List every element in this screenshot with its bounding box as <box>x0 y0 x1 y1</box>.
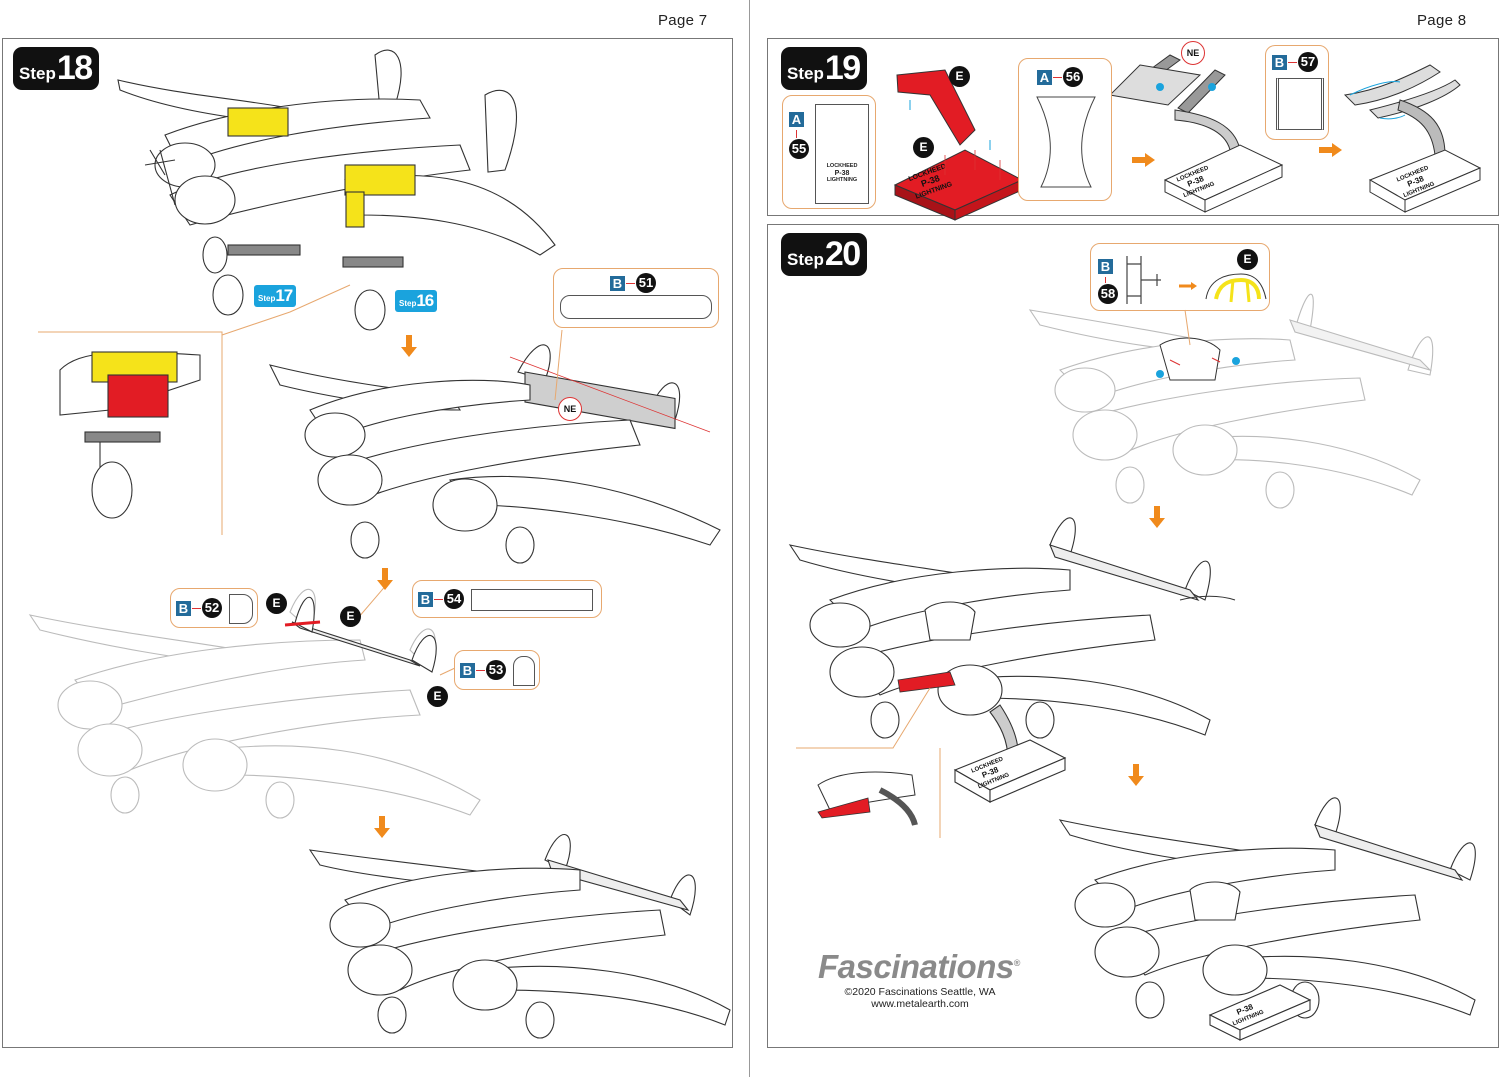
plate-line-1: LOCKHEED <box>826 163 858 169</box>
sheet-letter: A <box>1037 69 1052 85</box>
e-marker: E <box>340 606 361 627</box>
part-51-callout: B 51 <box>553 268 719 328</box>
part-58-shape <box>1126 256 1267 304</box>
step-ref-number: 17 <box>275 286 293 305</box>
arrow-down <box>1128 764 1144 786</box>
part-56-label: A 56 <box>1037 67 1083 87</box>
e-marker: E <box>913 137 934 158</box>
copyright-block: ©2020 Fascinations Seattle, WA www.metal… <box>830 986 1010 1010</box>
part-51-label: B 51 <box>610 273 656 293</box>
part-55-shape: LOCKHEED P-38 LIGHTNING <box>815 104 869 204</box>
part-56-shape <box>1036 96 1096 188</box>
part-52-label: B 52 <box>176 598 222 618</box>
page-number-right: Page 8 <box>1417 12 1467 29</box>
e-marker: E <box>949 66 970 87</box>
arrow-right <box>1132 153 1155 167</box>
sheet-letter: B <box>460 662 475 678</box>
plate-line-3: LIGHTNING <box>826 177 858 183</box>
part-57-shape <box>1276 78 1324 130</box>
arrow-down <box>374 816 390 838</box>
part-57-label: B 57 <box>1272 52 1318 72</box>
sheet-letter: B <box>1098 259 1113 274</box>
ne-marker: NE <box>1181 41 1205 65</box>
page-number-left: Page 7 <box>658 12 708 29</box>
sheet-letter: B <box>418 591 433 607</box>
step-19-frame <box>767 38 1499 216</box>
arrow-down <box>1149 506 1165 528</box>
arrow-down <box>377 568 393 590</box>
plane-illustration-6 <box>788 517 1236 803</box>
part-56-callout: A 56 <box>1018 58 1112 201</box>
step-number: 18 <box>56 49 93 87</box>
part-54-shape <box>471 589 593 611</box>
copyright-text: ©2020 Fascinations Seattle, WA <box>844 986 996 998</box>
part-52-shape <box>229 594 253 624</box>
part-53-label: B 53 <box>460 660 506 680</box>
step-ref-word: Step <box>258 294 276 303</box>
plate-line-2: P-38 <box>834 170 850 177</box>
plane-illustration-3 <box>28 589 481 819</box>
page-divider <box>749 0 750 1077</box>
arrow-down <box>401 335 417 357</box>
step-ref-number: 16 <box>416 291 434 310</box>
step-number: 20 <box>824 235 861 273</box>
step-word: Step <box>787 64 824 83</box>
part-number: 58 <box>1098 284 1118 304</box>
e-marker: E <box>427 686 448 707</box>
part-number: 56 <box>1063 67 1083 87</box>
step-word: Step <box>19 64 56 83</box>
step-18-frame <box>2 38 733 1048</box>
step-ref-word: Step <box>399 299 417 308</box>
e-marker: E <box>266 593 287 614</box>
ne-marker: NE <box>558 397 582 421</box>
part-number: 57 <box>1298 52 1318 72</box>
part-54-label: B 54 <box>418 589 464 609</box>
part-number: 54 <box>444 589 464 609</box>
part-57-callout: B 57 <box>1265 45 1329 140</box>
part-58-callout: B 58 <box>1090 243 1270 311</box>
stand-plate-text: LOCKHEED P-38 LIGHTNING <box>818 163 866 184</box>
step-number: 19 <box>824 49 861 87</box>
brand-logo-text: Fascinations <box>818 948 1014 985</box>
part-53-shape <box>513 656 535 686</box>
part-55-callout: A 55 LOCKHEED P-38 LIGHTNING <box>782 95 876 209</box>
part-number: 55 <box>789 139 809 159</box>
part-58-label: B 58 <box>1098 258 1118 304</box>
part-number: 52 <box>202 598 222 618</box>
e-marker: E <box>1237 249 1258 270</box>
plane-illustration-1 <box>117 49 556 331</box>
part-53-callout: B 53 <box>454 650 540 690</box>
sheet-letter: B <box>610 275 625 291</box>
step-20-frame <box>767 224 1499 1048</box>
brand-logo: Fascinations® <box>818 948 1020 985</box>
plane-illustration-4 <box>308 834 731 1039</box>
detail-illustration-18 <box>59 351 201 519</box>
sheet-letter: B <box>1272 54 1287 70</box>
sheet-letter: B <box>176 600 191 616</box>
detail-illustration-20 <box>817 771 918 826</box>
website-url: www.metalearth.com <box>871 998 969 1010</box>
part-54-callout: B 54 <box>412 580 602 618</box>
step-word: Step <box>787 250 824 269</box>
part-number: 53 <box>486 660 506 680</box>
plane-illustration-5 <box>1028 293 1434 509</box>
sheet-letter: A <box>789 112 804 127</box>
plane-illustration-7 <box>1058 797 1476 1041</box>
part-55-label: A 55 <box>789 111 809 159</box>
part-52-callout: B 52 <box>170 588 258 628</box>
plane-illustration-2 <box>268 344 721 564</box>
arrow-right <box>1319 143 1342 157</box>
part-number: 51 <box>636 273 656 293</box>
part-51-shape <box>560 295 712 319</box>
